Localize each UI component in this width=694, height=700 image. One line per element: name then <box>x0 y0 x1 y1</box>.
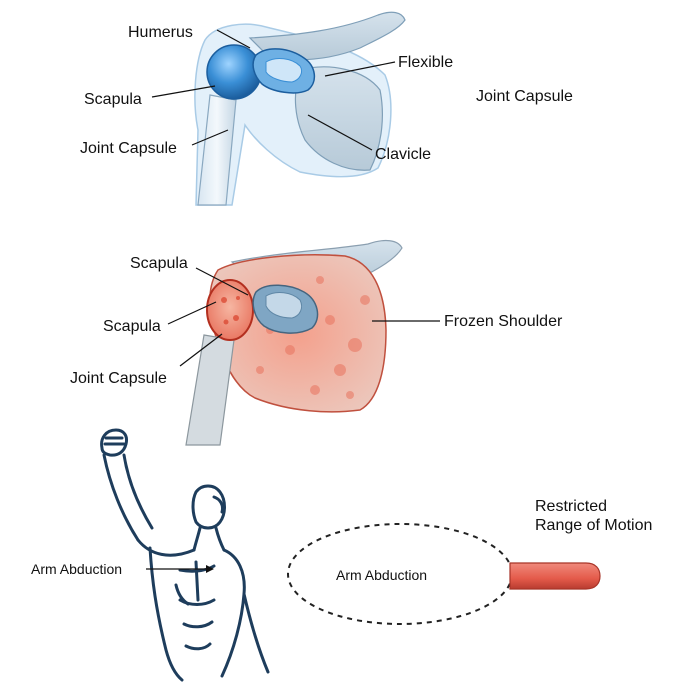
label-joint-capsule: Joint Capsule <box>80 140 177 157</box>
label-scapula-mid: Scapula <box>103 318 161 335</box>
label-frozen-shoulder: Frozen Shoulder <box>444 313 563 330</box>
label-scapula-top: Scapula <box>130 255 188 272</box>
restricted-motion-bar <box>509 562 601 590</box>
label-arm-abduction-ellipse: Arm Abduction <box>336 567 427 583</box>
label-scapula: Scapula <box>84 91 142 108</box>
normal-shoulder-illustration <box>194 11 406 206</box>
label-humerus: Humerus <box>128 24 193 41</box>
frozen-shoulder-illustration <box>185 239 403 446</box>
label-range-of-motion: Range of Motion <box>535 517 652 534</box>
normal-panel-leaders <box>151 29 396 151</box>
arm-abduction-leader <box>146 565 214 573</box>
label-arm-abduction-figure: Arm Abduction <box>31 561 122 577</box>
label-restricted: Restricted <box>535 498 607 515</box>
label-clavicle: Clavicle <box>375 146 431 163</box>
label-joint-capsule-frozen: Joint Capsule <box>70 370 167 387</box>
arm-abduction-figure <box>100 428 270 682</box>
label-joint-capsule-right: Joint Capsule <box>476 88 573 105</box>
label-flexible: Flexible <box>398 54 453 71</box>
frozen-panel-leaders <box>167 267 440 367</box>
